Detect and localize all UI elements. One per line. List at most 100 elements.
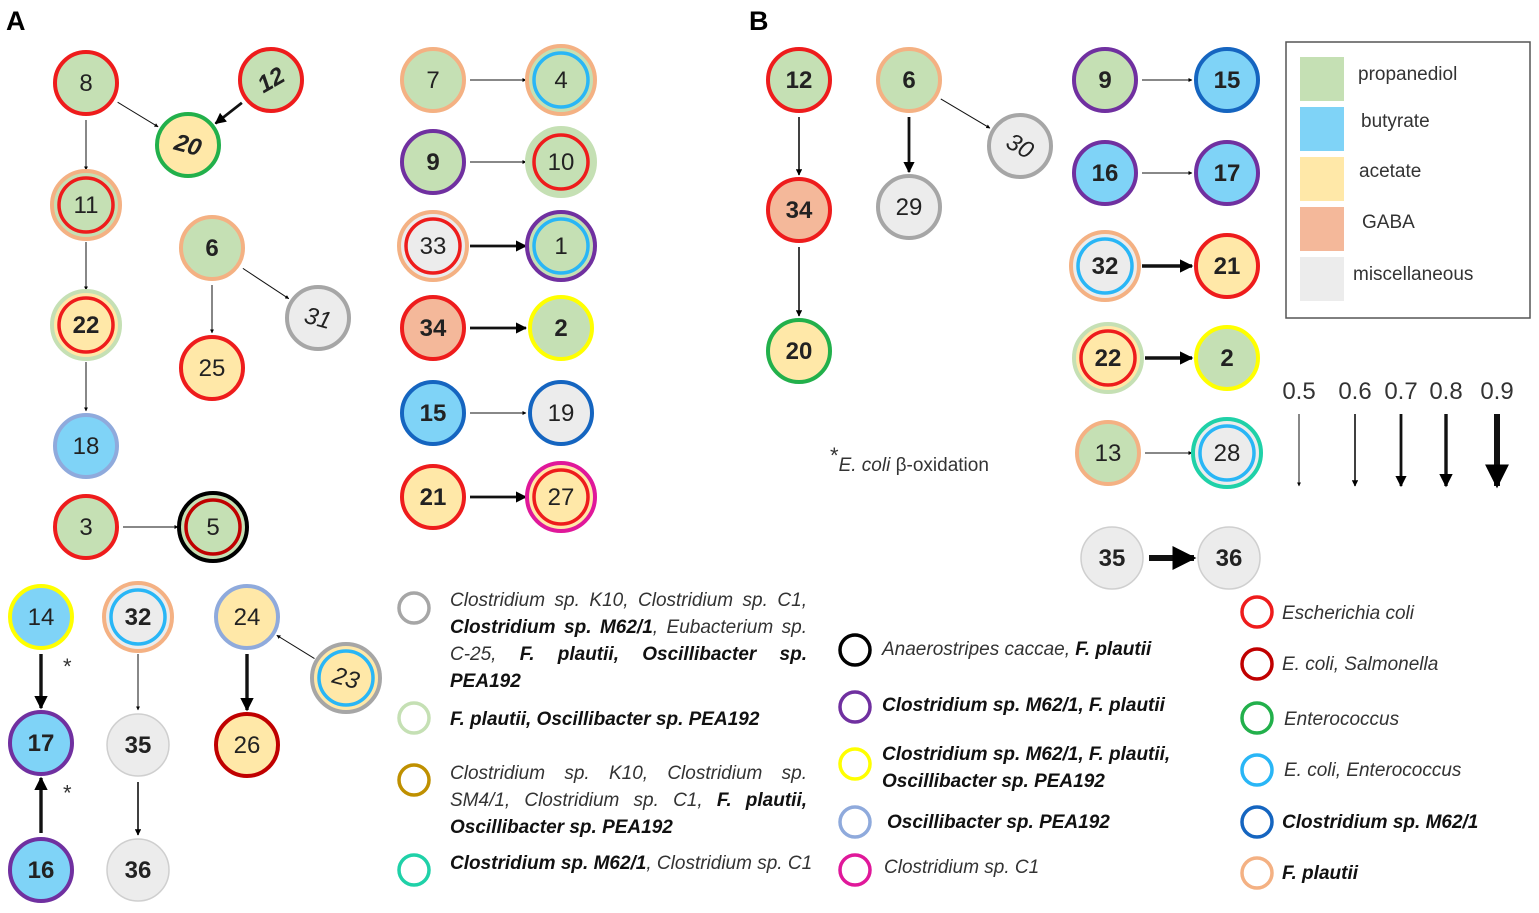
metabolite-node: 19 [528, 380, 594, 446]
ring-legend-text: Clostridium sp. K10, Clostridium sp. C1,… [450, 590, 807, 692]
metabolite-node: 4 [525, 44, 597, 116]
edge-weight-label: 0.5 [1282, 378, 1315, 405]
svg-text:26: 26 [234, 732, 261, 759]
ring-legend-circle [397, 853, 431, 887]
metabolite-node: 21 [1194, 233, 1260, 299]
legend-swatch-propanediol [1300, 57, 1344, 101]
edge-weight-label: 0.7 [1384, 378, 1417, 405]
pathway-edge [117, 101, 159, 128]
ring-legend-text: Enterococcus [1284, 709, 1400, 730]
metabolite-node: 5 [177, 491, 249, 563]
beta-oxidation-marker: * [63, 781, 72, 806]
svg-text:14: 14 [28, 604, 55, 631]
metabolite-node: 20 [155, 112, 221, 178]
svg-text:32: 32 [125, 604, 152, 631]
legend-label-gaba: GABA [1362, 212, 1415, 233]
svg-text:4: 4 [554, 67, 567, 94]
svg-text:3: 3 [79, 514, 92, 541]
svg-text:1: 1 [554, 233, 567, 260]
metabolite-node: 10 [525, 126, 597, 198]
svg-text:13: 13 [1095, 440, 1122, 467]
ring-legend-text: E. coli, Salmonella [1282, 654, 1439, 675]
metabolite-node: 12 [238, 47, 304, 113]
svg-text:21: 21 [1214, 253, 1241, 280]
metabolite-node: 3 [53, 494, 119, 560]
svg-text:5: 5 [206, 514, 219, 541]
metabolite-node: 31 [285, 285, 351, 351]
ring-legend-circle [1240, 856, 1274, 890]
svg-text:22: 22 [1095, 345, 1122, 372]
metabolite-node: 34 [400, 295, 466, 361]
edge-weight-label: 0.6 [1338, 378, 1371, 405]
svg-text:2: 2 [554, 315, 567, 342]
panel-label-b: B [749, 6, 769, 36]
svg-text:18: 18 [73, 433, 100, 460]
metabolite-node: 15 [400, 380, 466, 446]
ring-legend-circle [397, 591, 431, 625]
ring-legend-circle [1240, 701, 1274, 735]
metabolite-node: 32 [1069, 230, 1141, 302]
svg-text:35: 35 [125, 732, 152, 759]
metabolite-node: 16 [1072, 140, 1138, 206]
svg-text:12: 12 [786, 67, 813, 94]
svg-text:35: 35 [1099, 545, 1126, 572]
metabolite-node: 27 [525, 461, 597, 533]
svg-text:20: 20 [786, 338, 813, 365]
ring-legend-circle [1240, 805, 1274, 839]
metabolite-node: 6 [876, 47, 942, 113]
ring-legend-text: Oscillibacter sp. PEA192 [887, 812, 1110, 833]
metabolite-node: 21 [400, 464, 466, 530]
svg-text:7: 7 [426, 67, 439, 94]
metabolite-node: 2 [528, 295, 594, 361]
metabolite-node: 22 [1072, 322, 1144, 394]
svg-text:15: 15 [420, 400, 447, 427]
ring-legend-text: Clostridium sp. M62/1 [1282, 812, 1479, 833]
svg-text:10: 10 [548, 149, 575, 176]
ring-legend-text: Escherichia coli [1282, 603, 1414, 624]
svg-text:16: 16 [28, 857, 55, 884]
legend-label-propanediol: propanediol [1358, 64, 1457, 85]
metabolite-node: 34 [766, 177, 832, 243]
ring-legend-circle [838, 690, 872, 724]
metabolite-node: 12 [766, 47, 832, 113]
beta-oxidation-footnote: *E. coli β-oxidation [830, 443, 989, 476]
pathway-legend: propanediol butyrate acetate GABA miscel… [1285, 41, 1531, 319]
ring-legend-markers [397, 591, 1274, 890]
metabolite-node: 35 [1080, 526, 1144, 590]
metabolite-node: 7 [400, 47, 466, 113]
svg-text:22: 22 [73, 312, 100, 339]
svg-text:33: 33 [420, 233, 447, 260]
beta-oxidation-marker: * [63, 654, 72, 679]
metabolite-node: 30 [987, 113, 1053, 179]
ring-legend-text: Anaerostripes caccae, F. plautii [882, 639, 1152, 660]
ring-legend-text: E. coli, Enterococcus [1284, 760, 1462, 781]
metabolite-node: 16 [8, 837, 74, 903]
ring-legend-text: F. plautii, Oscillibacter sp. PEA192 [450, 709, 760, 730]
svg-text:32: 32 [1092, 253, 1119, 280]
ring-legend-text: Clostridium sp. M62/1, Clostridium sp. C… [450, 853, 813, 874]
metabolite-node: 8 [53, 50, 119, 116]
pathway-edge [242, 267, 290, 300]
svg-text:34: 34 [420, 315, 447, 342]
svg-text:21: 21 [420, 484, 447, 511]
svg-text:36: 36 [1216, 545, 1243, 572]
ring-legend-circle [397, 763, 431, 797]
svg-text:9: 9 [1098, 67, 1111, 94]
panel-label-a: A [6, 6, 26, 36]
metabolite-node: 33 [397, 210, 469, 282]
svg-text:11: 11 [74, 192, 99, 219]
ring-legend-circle [1240, 753, 1274, 787]
metabolite-node: 1 [525, 210, 597, 282]
ring-legend-circle [838, 853, 872, 887]
metabolite-node: 11 [50, 169, 122, 241]
metabolite-node: 17 [8, 710, 74, 776]
svg-text:8: 8 [79, 70, 92, 97]
svg-text:9: 9 [426, 149, 439, 176]
metabolite-node: 13 [1075, 420, 1141, 486]
metabolite-node: 9 [1072, 47, 1138, 113]
edges-layer: ** [34, 78, 1197, 836]
svg-text:16: 16 [1092, 160, 1119, 187]
legend-label-acetate: acetate [1359, 161, 1421, 182]
